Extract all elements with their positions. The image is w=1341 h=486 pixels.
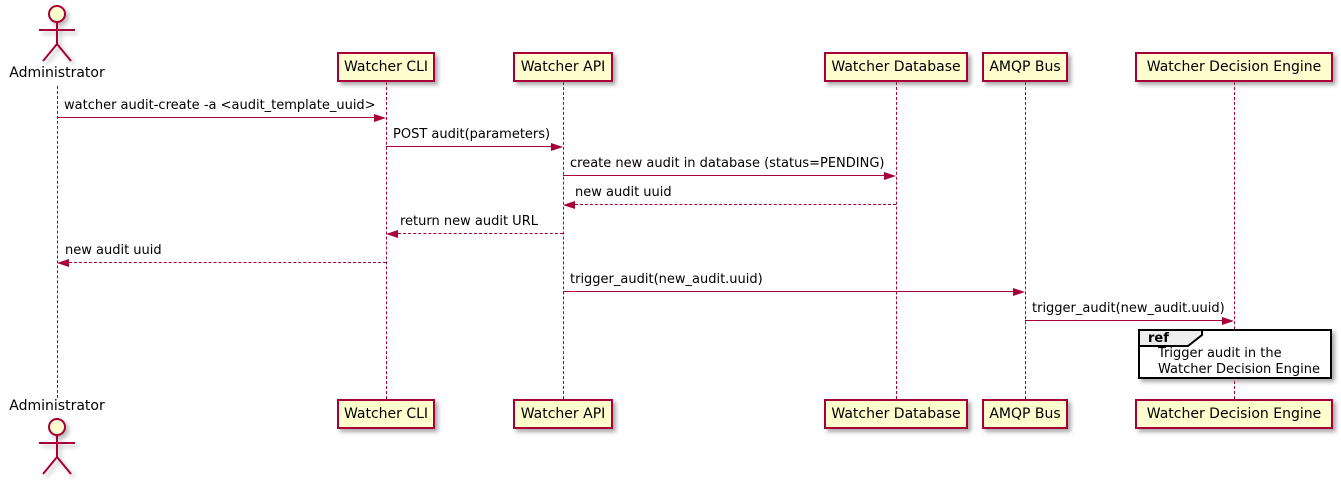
message-line [575, 204, 896, 205]
participant-watcher-database-top: Watcher Database [824, 52, 968, 82]
message-line [1025, 320, 1222, 321]
message-label: new audit uuid [65, 243, 162, 258]
arrowhead-icon [386, 230, 398, 238]
message-line [386, 146, 551, 147]
ref-keyword: ref [1148, 331, 1169, 346]
message-label: POST audit(parameters) [393, 127, 551, 142]
participant-watcher-decision-engine-top: Watcher Decision Engine [1135, 52, 1333, 82]
arrowhead-icon [1222, 317, 1234, 325]
participant-amqp-bus-bottom: AMQP Bus [982, 399, 1068, 429]
message-label: new audit uuid [575, 185, 672, 200]
lifeline-administrator [57, 86, 58, 398]
arrowhead-icon [374, 114, 386, 122]
lifeline-watcher-database [896, 82, 897, 399]
ref-fragment: ref Trigger audit in the Watcher Decisio… [1138, 329, 1332, 379]
participant-watcher-api-top: Watcher API [513, 52, 613, 82]
participant-watcher-api-bottom: Watcher API [513, 399, 613, 429]
arrowhead-icon [884, 172, 896, 180]
ref-text-line: Watcher Decision Engine [1158, 362, 1320, 377]
lifeline-watcher-api [563, 82, 564, 399]
message-label: trigger_audit(new_audit.uuid) [1032, 301, 1225, 316]
participant-watcher-database-bottom: Watcher Database [824, 399, 968, 429]
ref-text: Trigger audit in the Watcher Decision En… [1158, 346, 1320, 378]
participant-watcher-decision-engine-bottom: Watcher Decision Engine [1135, 399, 1333, 429]
participant-watcher-cli-bottom: Watcher CLI [337, 399, 435, 429]
lifeline-watcher-cli [386, 82, 387, 399]
participant-amqp-bus-top: AMQP Bus [982, 52, 1068, 82]
message-label: create new audit in database (status=PEN… [570, 156, 885, 171]
message-line [57, 117, 374, 118]
lifeline-watcher-decision-engine [1234, 82, 1235, 399]
message-label: return new audit URL [400, 214, 538, 229]
message-line [69, 262, 386, 263]
message-line [398, 233, 563, 234]
message-label: watcher audit-create -a <audit_template_… [64, 98, 376, 113]
participant-watcher-cli-top: Watcher CLI [337, 52, 435, 82]
message-label: trigger_audit(new_audit.uuid) [570, 272, 763, 287]
actor-label: Administrator [9, 398, 105, 414]
arrowhead-icon [551, 143, 563, 151]
arrowhead-icon [563, 201, 575, 209]
actor-icon [39, 418, 75, 475]
message-line [563, 175, 884, 176]
message-line [563, 291, 1013, 292]
actor-label: Administrator [9, 65, 105, 81]
arrowhead-icon [57, 259, 69, 267]
actor-icon [39, 5, 75, 62]
lifeline-amqp-bus [1025, 82, 1026, 399]
ref-text-line: Trigger audit in the [1158, 346, 1282, 361]
arrowhead-icon [1013, 288, 1025, 296]
ref-header-shape [1138, 329, 1203, 347]
